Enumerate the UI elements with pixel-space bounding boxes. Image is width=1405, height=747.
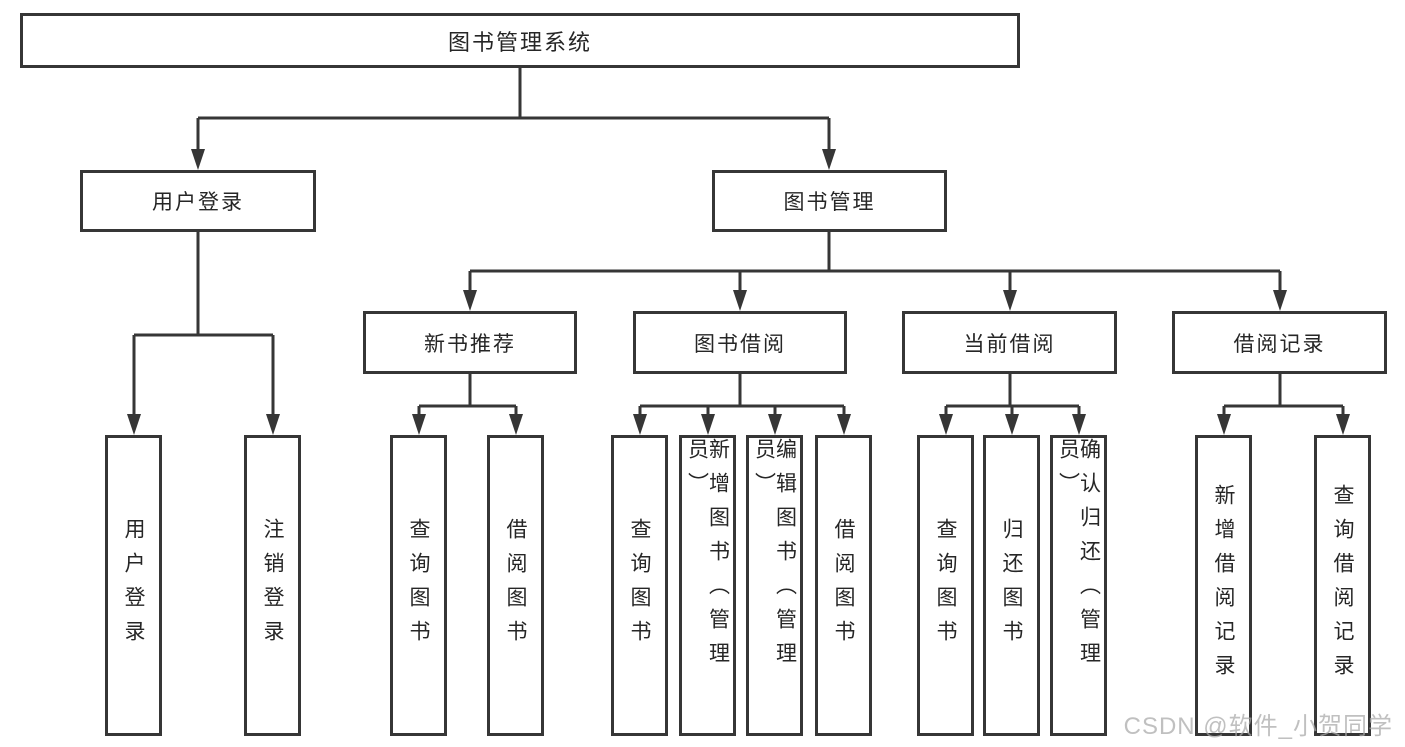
- node-user-login: 用户登录: [80, 170, 316, 232]
- node-leaf-query-book-3: 查询图书: [917, 435, 974, 736]
- node-leaf-add-record: 新增借阅记录: [1195, 435, 1252, 736]
- node-leaf-logout: 注销登录: [244, 435, 301, 736]
- node-leaf-query-record: 查询借阅记录: [1314, 435, 1371, 736]
- node-leaf-query-book-1: 查询图书: [390, 435, 447, 736]
- leaf-label: 确认归还（管理员）: [1056, 438, 1101, 676]
- leaf-label: 新增图书（管理员）: [685, 438, 730, 676]
- watermark: CSDN @软件_小贺同学: [1123, 713, 1393, 740]
- node-leaf-confirm-return: 确认归还（管理员）: [1050, 435, 1107, 736]
- node-leaf-borrow-book-2: 借阅图书: [815, 435, 872, 736]
- leaf-label: 查询图书: [407, 517, 430, 654]
- node-new-book-rec: 新书推荐: [363, 311, 577, 374]
- node-leaf-query-book-2: 查询图书: [611, 435, 668, 736]
- leaf-label: 查询图书: [934, 517, 957, 654]
- leaf-label: 借阅图书: [504, 517, 527, 654]
- leaf-label: 查询图书: [628, 517, 651, 654]
- node-leaf-borrow-book-1: 借阅图书: [487, 435, 544, 736]
- node-root: 图书管理系统: [20, 13, 1020, 68]
- node-current-borrow: 当前借阅: [902, 311, 1117, 374]
- leaf-label: 借阅图书: [832, 517, 855, 654]
- node-borrow-records: 借阅记录: [1172, 311, 1387, 374]
- node-book-borrow: 图书借阅: [633, 311, 847, 374]
- leaf-label: 用户登录: [122, 517, 145, 654]
- node-leaf-user-login: 用户登录: [105, 435, 162, 736]
- leaf-label: 注销登录: [261, 517, 284, 654]
- leaf-label: 新增借阅记录: [1212, 483, 1235, 688]
- leaf-label: 归还图书: [1000, 517, 1023, 654]
- node-leaf-add-book: 新增图书（管理员）: [679, 435, 736, 736]
- leaf-label: 编辑图书（管理员）: [752, 438, 797, 676]
- node-leaf-return-book: 归还图书: [983, 435, 1040, 736]
- leaf-label: 查询借阅记录: [1331, 483, 1354, 688]
- node-book-mgmt: 图书管理: [712, 170, 947, 232]
- node-leaf-edit-book: 编辑图书（管理员）: [746, 435, 803, 736]
